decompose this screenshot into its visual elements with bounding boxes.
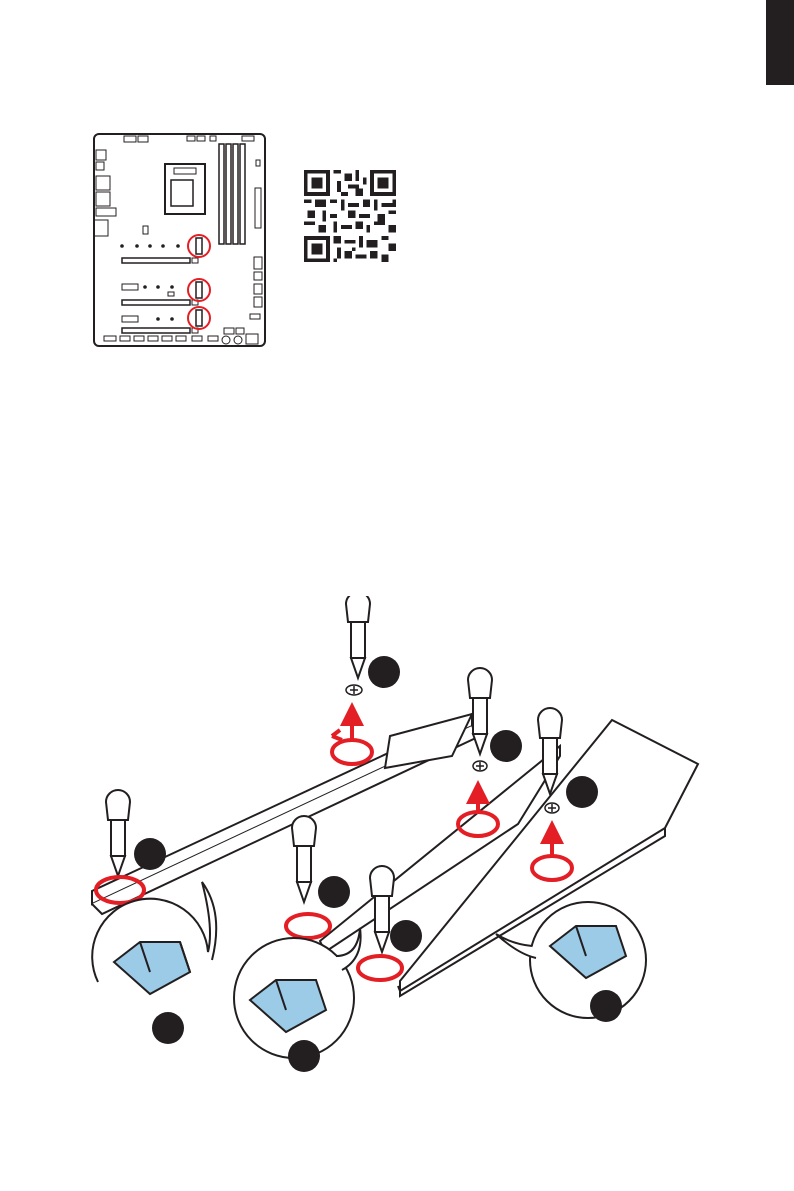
rotate-arrow <box>332 714 372 764</box>
step-marker <box>318 876 350 908</box>
tab-callout <box>234 928 361 1072</box>
screwdriver <box>292 816 316 902</box>
rotate-arrow <box>286 914 330 938</box>
step-marker <box>368 656 400 688</box>
qr-code <box>304 170 396 262</box>
step-marker <box>134 838 166 870</box>
step-marker <box>490 730 522 762</box>
step-marker <box>566 776 598 808</box>
tab-callout <box>496 902 646 1022</box>
screwdriver <box>346 596 370 678</box>
screw <box>473 761 487 771</box>
m2-shield-removal-illustration <box>80 596 720 1076</box>
screwdriver <box>468 668 492 754</box>
screw <box>545 803 559 813</box>
step-marker <box>390 920 422 952</box>
rotate-arrow <box>358 956 402 980</box>
screw <box>346 685 362 695</box>
screwdriver <box>106 790 130 876</box>
page-edge-tab <box>766 0 794 85</box>
motherboard-layout-diagram <box>92 132 267 348</box>
